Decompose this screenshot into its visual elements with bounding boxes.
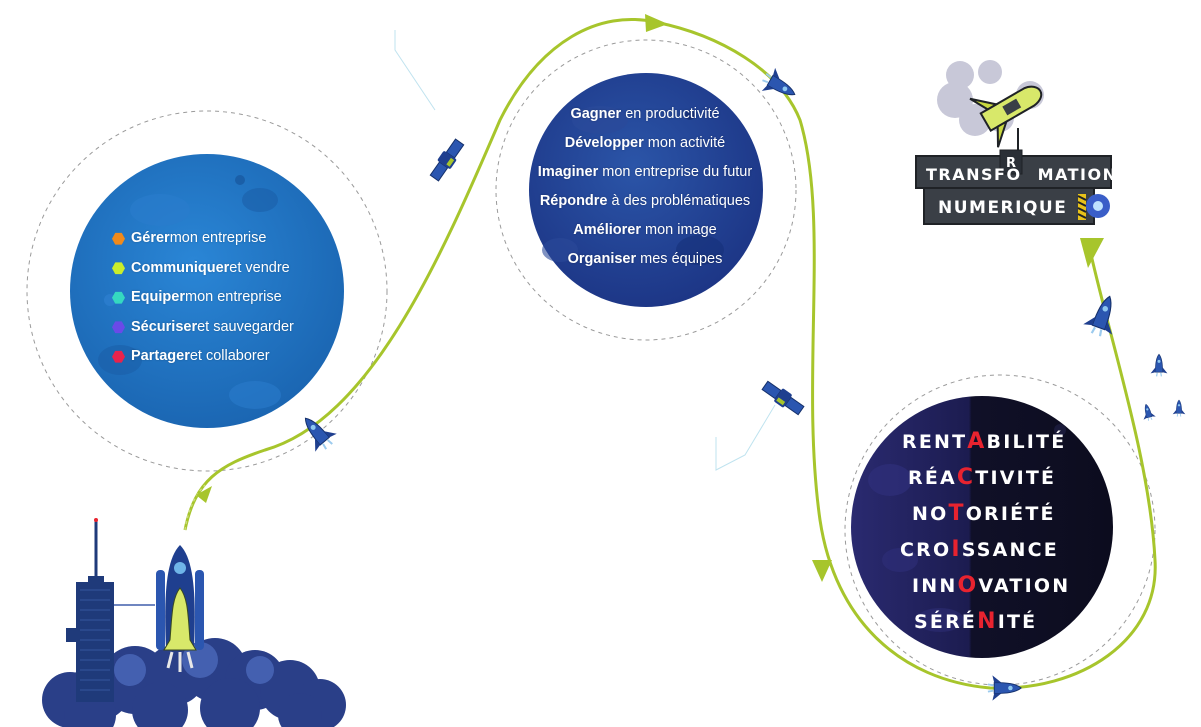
arrow-down xyxy=(812,560,832,582)
arrow-start xyxy=(196,486,212,503)
satellite-icon xyxy=(429,138,465,182)
left-list-item: Gérer mon entreprise xyxy=(112,224,294,254)
acronym-word: CROISSANCE xyxy=(880,532,1090,568)
word-suffix: TIVITÉ xyxy=(975,467,1057,489)
item-keyword: Répondre xyxy=(539,193,608,209)
acronym-word: SÉRÉNITÉ xyxy=(880,604,1090,640)
item-keyword: Imaginer xyxy=(537,164,599,180)
shuttle-icon xyxy=(1143,403,1156,421)
left-orbit xyxy=(26,110,388,472)
word-prefix: SÉRÉ xyxy=(914,611,978,633)
item-text: mon activité xyxy=(643,135,726,151)
word-prefix: NO xyxy=(912,503,949,525)
hexagon-bullet-icon xyxy=(112,262,125,275)
arrow-up xyxy=(1080,238,1104,268)
item-keyword: Partager xyxy=(131,348,190,364)
hexagon-bullet-icon xyxy=(112,232,125,245)
word-suffix: ITÉ xyxy=(997,611,1038,633)
sign-raised-letter: R xyxy=(1006,156,1017,171)
hexagon-bullet-icon xyxy=(112,350,125,363)
shuttle-icon xyxy=(761,67,796,96)
acronym-letter: N xyxy=(977,609,998,634)
middle-list-item: Développer mon activité xyxy=(505,129,785,158)
word-suffix: BILITÉ xyxy=(986,431,1067,453)
word-prefix: RENT xyxy=(902,431,968,453)
middle-list-item: Organiser mes équipes xyxy=(505,245,785,274)
word-suffix: SSANCE xyxy=(961,539,1059,561)
acronym-letter: C xyxy=(956,465,976,490)
item-text: en productivité xyxy=(621,106,720,122)
middle-planet xyxy=(529,73,763,307)
hexagon-bullet-icon xyxy=(112,321,125,334)
arrow-top xyxy=(645,14,668,32)
item-text: mon entreprise du futur xyxy=(598,164,753,180)
middle-list-item: Répondre à des problématiques xyxy=(505,187,785,216)
item-text: et sauvegarder xyxy=(197,318,294,335)
item-keyword: Communiquer xyxy=(131,259,230,276)
shuttle-icon xyxy=(1150,353,1168,377)
acronym-word: RÉACTIVITÉ xyxy=(880,460,1090,496)
leader-line-top xyxy=(394,30,436,111)
word-suffix: VATION xyxy=(978,575,1071,597)
left-list-item: Partager et collaborer xyxy=(112,342,294,372)
word-prefix: INN xyxy=(912,575,958,597)
rocket-launch-icon xyxy=(156,545,204,672)
item-text: et vendre xyxy=(229,259,290,276)
satellite-icon xyxy=(761,380,805,416)
sign-line-2: NUMERIQUE xyxy=(938,198,1068,218)
leader-line-mid xyxy=(715,404,776,471)
acronym-letter: O xyxy=(957,573,979,598)
left-list-item: Communiquer et vendre xyxy=(112,254,294,284)
item-keyword: Organiser xyxy=(567,251,637,267)
acronym-word: RENTABILITÉ xyxy=(880,424,1090,460)
word-prefix: CRO xyxy=(900,539,952,561)
item-keyword: Développer xyxy=(564,135,644,151)
hexagon-bullet-icon xyxy=(112,291,125,304)
item-keyword: Gagner xyxy=(570,106,622,122)
right-planet xyxy=(851,396,1113,658)
left-list-item: Sécuriser et sauvegarder xyxy=(112,313,294,343)
acronym-letter: T xyxy=(948,501,966,526)
word-suffix: ORIÉTÉ xyxy=(965,503,1056,525)
shuttle-icon xyxy=(987,675,1022,701)
item-keyword: Gérer xyxy=(131,230,170,246)
word-prefix: RÉA xyxy=(908,467,957,489)
item-text: et collaborer xyxy=(189,348,270,364)
item-keyword: Sécuriser xyxy=(131,318,198,335)
item-text: mon image xyxy=(640,222,717,238)
acronym-word: INNOVATION xyxy=(880,568,1090,604)
shuttle-icon xyxy=(304,417,337,452)
shuttle-icon xyxy=(969,85,1043,148)
middle-list-item: Améliorer mon image xyxy=(505,216,785,245)
galaxy-icon xyxy=(1086,194,1110,218)
item-text: mon entreprise xyxy=(184,289,282,305)
middle-orbit xyxy=(495,39,797,341)
acronym-letter: I xyxy=(951,537,962,562)
left-planet xyxy=(70,154,344,428)
launch-tower-icon xyxy=(66,518,155,702)
acronym-word: NOTORIÉTÉ xyxy=(880,496,1090,532)
acronym-letter: A xyxy=(967,429,987,454)
item-keyword: Améliorer xyxy=(573,222,641,238)
shuttle-icon xyxy=(1083,295,1113,337)
trajectory-path xyxy=(183,17,1157,690)
middle-list-item: Imaginer mon entreprise du futur xyxy=(505,158,785,187)
middle-list-item: Gagner en productivité xyxy=(505,100,785,129)
item-text: mon entreprise xyxy=(169,230,267,246)
item-keyword: Equiper xyxy=(131,289,185,305)
item-text: mes équipes xyxy=(636,251,723,267)
shuttle-icon xyxy=(1172,399,1186,417)
item-text: à des problématiques xyxy=(607,193,751,209)
left-list-item: Equiper mon entreprise xyxy=(112,283,294,313)
